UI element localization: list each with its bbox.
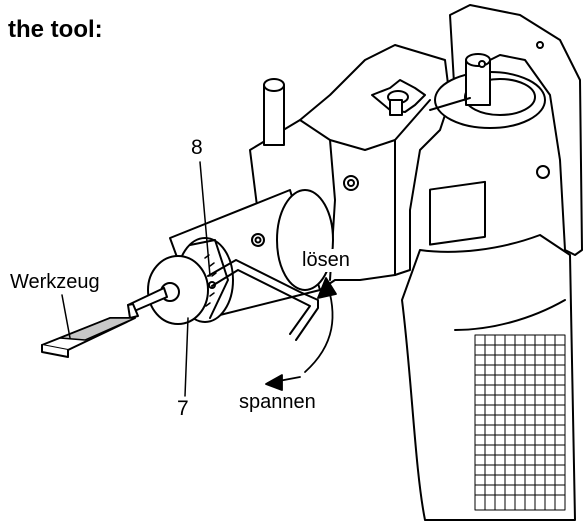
top-dial — [429, 53, 546, 129]
callout-part-7: 7 — [177, 397, 189, 420]
collet-chuck — [147, 237, 234, 325]
rotation-arrow — [265, 277, 337, 391]
hex-key — [207, 259, 319, 341]
star-knob — [371, 79, 426, 116]
label-loosen: lösen — [300, 249, 352, 272]
callout-part-8: 8 — [191, 136, 203, 159]
leader-lines — [61, 161, 211, 397]
top-pin — [263, 78, 285, 146]
grip-ribbing — [474, 334, 566, 511]
grip-handle — [401, 234, 576, 521]
label-tighten: spannen — [239, 391, 316, 413]
tool-bit — [41, 287, 168, 358]
label-tool: Werkzeug — [10, 271, 100, 293]
page-title: the tool: — [8, 16, 103, 43]
